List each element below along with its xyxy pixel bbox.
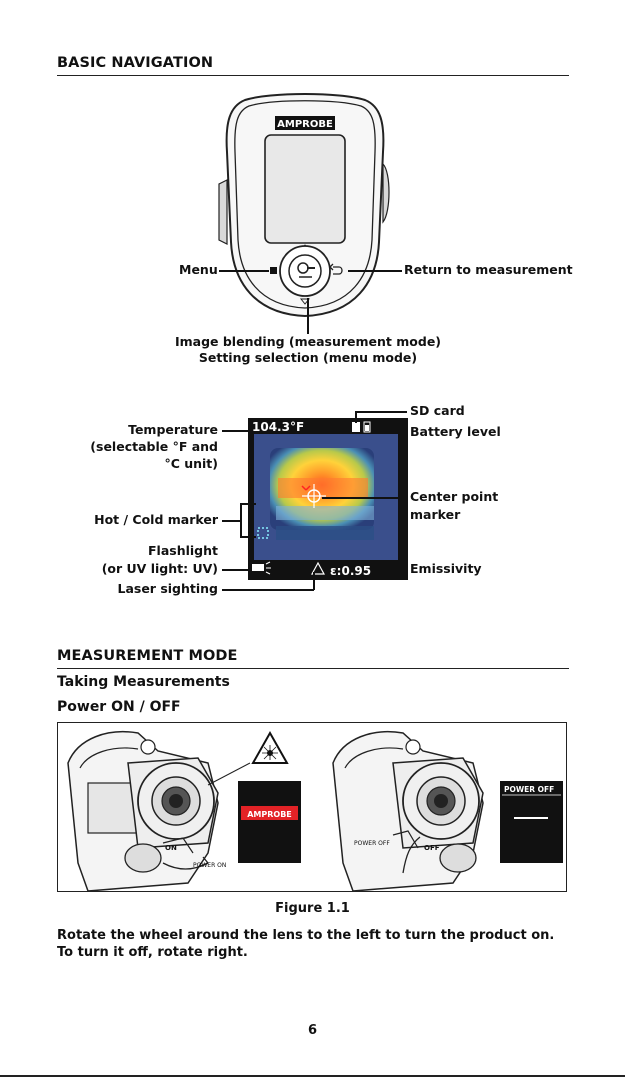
- power-on-logo: [241, 806, 298, 820]
- hotcold-bracket-top: [240, 503, 256, 505]
- sd-callout: [355, 411, 407, 413]
- emissivity-readout: ε:0.95: [330, 564, 371, 578]
- temperature-callout: [222, 430, 250, 432]
- flashlight-callout: [222, 569, 250, 571]
- return-label: Return to measurement: [404, 262, 573, 277]
- hotcold-bracket-bottom: [240, 536, 256, 538]
- hot-marker: [301, 485, 311, 491]
- power-on-off-illustration: ON POWER ON AMPROBE OFF POWER OFF POWER …: [67, 730, 563, 892]
- sd-card-label: SD card: [410, 403, 465, 418]
- subheading-taking-measurements: Taking Measurements: [57, 674, 230, 690]
- section-heading-basic-navigation: BASIC NAVIGATION: [57, 55, 214, 71]
- wheel-callout-line: [307, 298, 309, 334]
- brand-logo: [275, 116, 335, 130]
- laser-callout: [222, 589, 314, 591]
- temperature-readout: 104.3°F: [252, 420, 304, 434]
- brand-logo-text: AMPROBE: [277, 119, 333, 130]
- center-point-label: Center point: [410, 489, 499, 504]
- emissivity-label: Emissivity: [410, 561, 482, 576]
- device-screen: [264, 134, 346, 244]
- hotcold-bracket: [240, 503, 242, 537]
- power-off-label: POWER OFF: [354, 840, 390, 847]
- heading-rule: [57, 75, 569, 76]
- center-button[interactable]: [288, 254, 322, 288]
- power-on-brand: AMPROBE: [247, 810, 292, 819]
- temperature-label-2: (selectable °F and: [90, 439, 218, 454]
- battery-icon: [363, 421, 371, 433]
- return-icon[interactable]: [333, 266, 343, 275]
- laser-callout-vertical: [313, 572, 315, 590]
- power-off-screen-text: POWER OFF: [504, 785, 554, 794]
- heading-rule-2: [57, 668, 569, 669]
- sd-card-icon: [352, 422, 360, 432]
- center-point-label-2: marker: [410, 507, 461, 522]
- flashlight-label-2: (or UV light: UV): [101, 561, 218, 576]
- flashlight-icon: [252, 564, 264, 571]
- blend-label-1: Image blending (measurement mode): [174, 334, 442, 349]
- cold-marker: [257, 527, 269, 539]
- return-callout-line: [348, 270, 402, 272]
- battery-callout: [373, 432, 407, 434]
- thermal-screen-diagram: 104.3°F ε:0.95: [248, 418, 408, 580]
- on-label: ON: [165, 844, 177, 852]
- page-bottom-rule: [0, 1075, 625, 1077]
- laser-icon: [310, 561, 326, 575]
- page-number: 6: [307, 1023, 318, 1038]
- figure-1-1: ON POWER ON AMPROBE OFF POWER OFF POWER …: [57, 722, 567, 892]
- flashlight-label: Flashlight: [148, 543, 218, 558]
- menu-button-icon[interactable]: [270, 267, 277, 274]
- temperature-label: Temperature: [128, 422, 218, 437]
- laser-label: Laser sighting: [117, 581, 218, 596]
- off-label: OFF: [424, 844, 440, 852]
- power-on-screen: [238, 781, 301, 863]
- device-front-illustration: AMPROBE: [218, 93, 390, 318]
- menu-label: Menu: [179, 262, 218, 277]
- menu-callout-line: [219, 270, 269, 272]
- emissivity-callout: [404, 569, 408, 571]
- figure-caption: Figure 1.1: [275, 901, 350, 916]
- hotcold-callout: [222, 520, 240, 522]
- center-callout: [322, 497, 407, 499]
- sd-callout-vertical: [355, 411, 357, 423]
- temperature-label-3: °C unit): [164, 456, 218, 471]
- battery-label: Battery level: [410, 424, 501, 439]
- power-on-label: POWER ON: [193, 862, 226, 869]
- body-paragraph: Rotate the wheel around the lens to the …: [57, 928, 555, 960]
- hotcold-label: Hot / Cold marker: [94, 512, 218, 527]
- blend-label-2: Setting selection (menu mode): [198, 350, 418, 365]
- subheading-power-on-off: Power ON / OFF: [57, 699, 181, 715]
- section-heading-measurement-mode: MEASUREMENT MODE: [57, 648, 238, 664]
